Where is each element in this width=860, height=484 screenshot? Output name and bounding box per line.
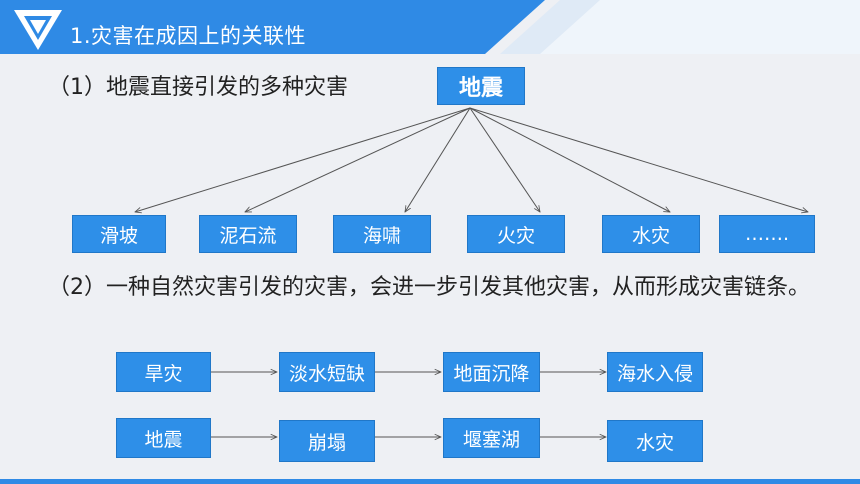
node-debris-flow: 泥石流 — [199, 215, 297, 253]
node-flood: 水灾 — [602, 215, 700, 253]
node-tsunami: 海啸 — [333, 215, 431, 253]
chain1-node-drought: 旱灾 — [116, 352, 211, 392]
node-earthquake: 地震 — [437, 67, 525, 105]
fanout-arrows — [135, 107, 808, 212]
logo-triangle-icon — [14, 10, 62, 50]
chain2-node-flood: 水灾 — [607, 420, 703, 462]
node-fire: 火灾 — [467, 215, 565, 253]
node-etc: ……. — [719, 215, 815, 253]
chain1-node-subsidence: 地面沉降 — [443, 352, 540, 392]
chain2-node-collapse: 崩塌 — [279, 420, 375, 462]
chain2-node-barrier-lake: 堰塞湖 — [443, 418, 540, 458]
bottom-accent-line — [0, 479, 860, 484]
header-banner: 1.灾害在成因上的关联性 — [0, 0, 860, 54]
node-landslide: 滑坡 — [72, 215, 166, 253]
chain2-node-earthquake: 地震 — [116, 418, 211, 458]
section1-heading: （1）地震直接引发的多种灾害 — [48, 75, 348, 100]
page-title: 1.灾害在成因上的关联性 — [70, 24, 307, 48]
banner-shape — [0, 0, 860, 54]
chain1-node-water-shortage: 淡水短缺 — [279, 352, 375, 392]
chain1-node-seawater-intrusion: 海水入侵 — [607, 352, 703, 392]
section2-heading: （2）一种自然灾害引发的灾害，会进一步引发其他灾害，从而形成灾害链条。 — [48, 275, 810, 300]
